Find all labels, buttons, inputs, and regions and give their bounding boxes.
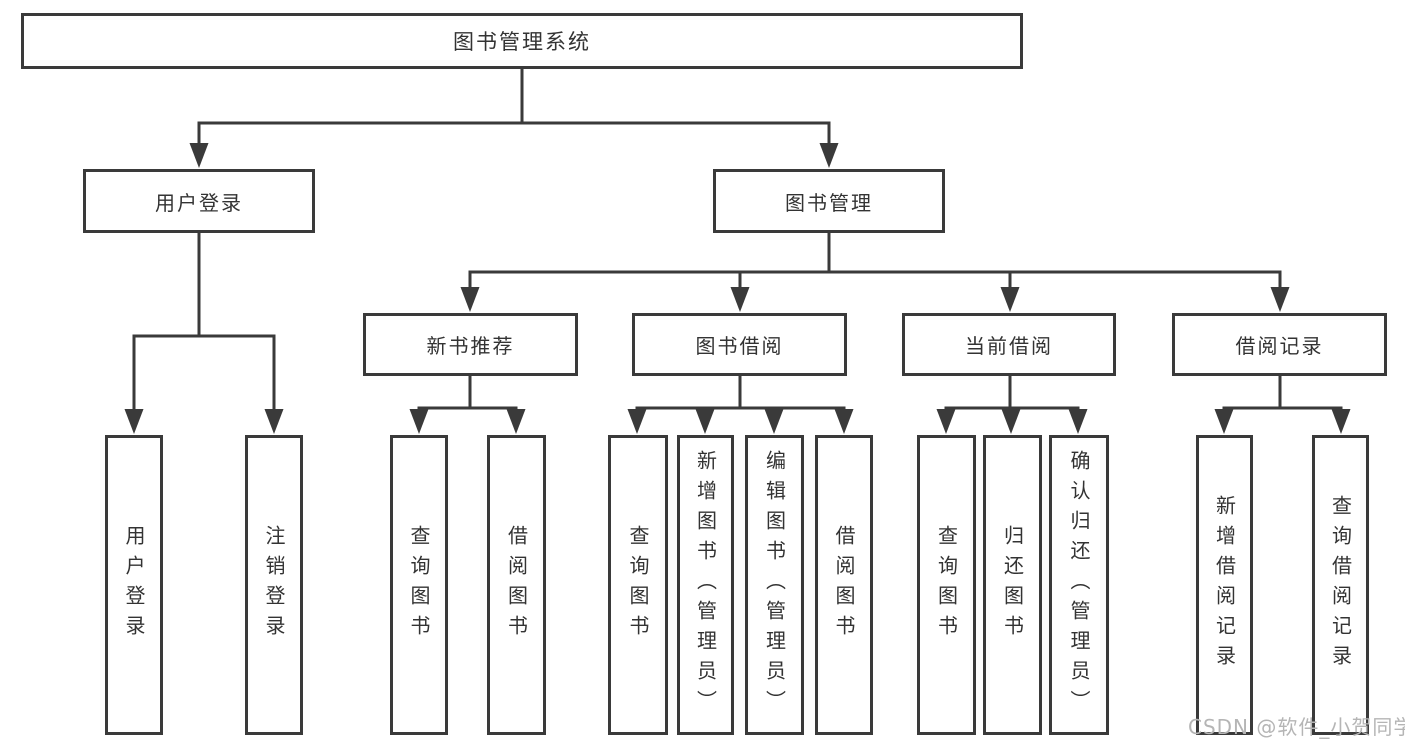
leaf-user-login-label: 用户登录 [122, 525, 146, 645]
leaf-query-books-borrow-label: 查询图书 [626, 525, 650, 645]
node-book-borrow-label: 图书借阅 [695, 334, 784, 358]
leaf-add-book-admin: 新增图书（管理员） [677, 435, 734, 735]
leaf-confirm-return-admin: 确认归还（管理员） [1049, 435, 1109, 735]
node-new-book-recommend-label: 新书推荐 [426, 334, 515, 358]
leaf-query-borrow-record-label: 查询借阅记录 [1328, 495, 1353, 675]
node-book-management: 图书管理 [713, 169, 945, 233]
leaf-query-books-borrow: 查询图书 [608, 435, 668, 735]
node-user-login: 用户登录 [83, 169, 315, 233]
leaf-user-login: 用户登录 [105, 435, 163, 735]
leaf-logout: 注销登录 [245, 435, 303, 735]
node-user-login-label: 用户登录 [155, 190, 243, 215]
leaf-confirm-return-admin-label: 确认归还（管理员） [1067, 450, 1091, 720]
node-new-book-recommend: 新书推荐 [363, 313, 578, 376]
leaf-add-borrow-record: 新增借阅记录 [1196, 435, 1253, 735]
leaf-query-books-current-label: 查询图书 [934, 525, 959, 645]
leaf-borrow-books-recommend-label: 借阅图书 [504, 525, 529, 645]
leaf-borrow-books-recommend: 借阅图书 [487, 435, 546, 735]
node-borrow-records: 借阅记录 [1172, 313, 1387, 376]
node-book-management-label: 图书管理 [785, 190, 873, 215]
leaf-query-borrow-record: 查询借阅记录 [1312, 435, 1369, 735]
node-root-system: 图书管理系统 [21, 13, 1023, 69]
leaf-add-book-admin-label: 新增图书（管理员） [693, 450, 718, 720]
leaf-edit-book-admin: 编辑图书（管理员） [745, 435, 804, 735]
leaf-logout-label: 注销登录 [262, 525, 286, 645]
leaf-return-books-label: 归还图书 [1000, 525, 1025, 645]
leaf-borrow-books: 借阅图书 [815, 435, 873, 735]
node-current-borrow-label: 当前借阅 [965, 334, 1053, 358]
watermark: CSDN @软件_小贺同学 [1188, 715, 1405, 739]
node-current-borrow: 当前借阅 [902, 313, 1116, 376]
leaf-query-books-recommend: 查询图书 [390, 435, 448, 735]
node-root-label: 图书管理系统 [453, 30, 591, 54]
leaf-add-borrow-record-label: 新增借阅记录 [1212, 495, 1237, 675]
leaf-return-books: 归还图书 [983, 435, 1042, 735]
leaf-query-books-current: 查询图书 [917, 435, 976, 735]
node-book-borrow: 图书借阅 [632, 313, 847, 376]
leaf-borrow-books-label: 借阅图书 [832, 525, 856, 645]
node-borrow-records-label: 借阅记录 [1235, 334, 1324, 358]
leaf-query-books-recommend-label: 查询图书 [407, 525, 431, 645]
leaf-edit-book-admin-label: 编辑图书（管理员） [762, 450, 787, 720]
